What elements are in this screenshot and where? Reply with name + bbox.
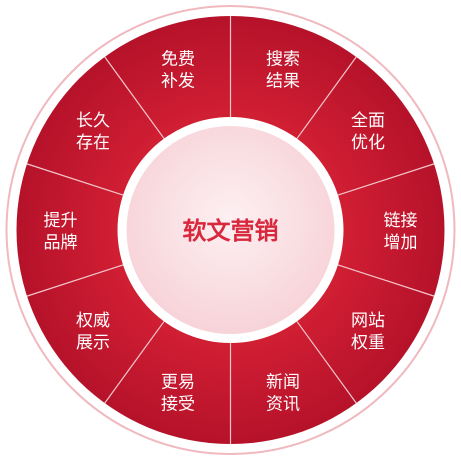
segment-divider [104,56,165,139]
segment-label-line2: 结果 [266,71,300,91]
segment-label-line1: 更易 [161,373,195,393]
segment-label-line2: 接受 [161,395,195,415]
segment-label-line2: 品牌 [44,233,78,253]
segment-label-line1: 链接 [384,211,418,231]
segment-label-line1: 网站 [351,311,385,331]
segment-dividers [26,16,435,444]
segment-label-line1: 长久 [76,111,110,131]
segment-label-line2: 增加 [384,233,418,253]
segment-divider [26,264,124,297]
segment-label-line1: 权威 [76,311,110,331]
center-disc [126,126,335,334]
segment-label-line1: 搜索 [266,49,300,69]
segment-divider [296,321,357,404]
segment-label-line1: 全面 [351,111,385,131]
segment-divider [104,321,165,404]
segment-label-line1: 免费 [161,49,195,69]
segment-label-line2: 优化 [351,133,385,153]
segment-label-line1: 新闻 [266,373,300,393]
segment-label-line2: 补发 [161,71,195,91]
center-title: 软文营销 [183,217,279,245]
segment-divider [296,56,357,139]
segment-divider [337,163,435,196]
segment-divider [337,264,435,297]
segment-label-line2: 展示 [76,333,110,353]
segment-label-line1: 提升 [44,211,78,231]
segment-label-line2: 存在 [76,133,110,153]
segment-divider [26,163,124,196]
segment-label-line2: 资讯 [266,395,300,415]
segment-label-line2: 权重 [351,333,385,353]
